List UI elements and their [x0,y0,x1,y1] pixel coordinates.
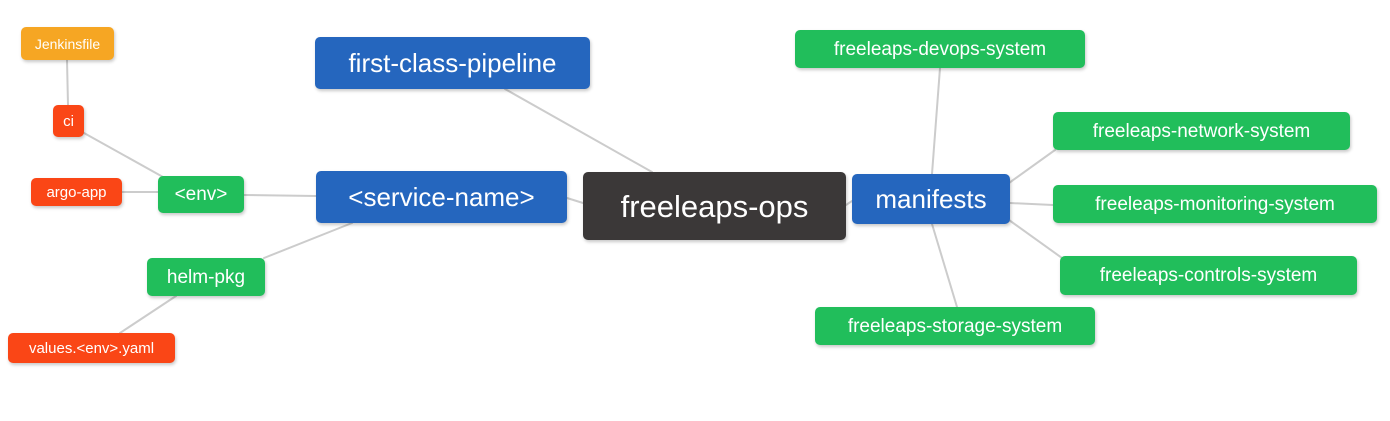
node-monitoring-system[interactable]: freeleaps-monitoring-system [1053,185,1377,223]
edge-jenkinsfile-ci [66,59,69,106]
node-controls-system[interactable]: freeleaps-controls-system [1060,256,1357,295]
edge-service-name-freeleaps-ops [566,197,584,204]
edge-env-service-name [243,194,317,197]
node-storage-system[interactable]: freeleaps-storage-system [815,307,1095,345]
edge-manifests-controls-system [1008,219,1063,259]
edge-manifests-network-system [1008,149,1056,184]
node-freeleaps-ops[interactable]: freeleaps-ops [583,172,846,240]
node-ci[interactable]: ci [53,105,84,137]
edge-manifests-storage-system [931,223,958,308]
node-argo-app[interactable]: argo-app [31,178,122,206]
node-first-class-pipeline[interactable]: first-class-pipeline [315,37,590,89]
edge-service-name-helm-pkg [263,222,353,259]
node-jenkinsfile[interactable]: Jenkinsfile [21,27,114,60]
edge-helm-pkg-values-env-yaml [119,295,177,334]
edge-manifests-devops-system [931,67,941,175]
node-values-env-yaml[interactable]: values.<env>.yaml [8,333,175,363]
node-devops-system[interactable]: freeleaps-devops-system [795,30,1085,68]
edge-ci-env [83,132,164,178]
edge-first-class-pipeline-freeleaps-ops [504,88,653,173]
node-service-name[interactable]: <service-name> [316,171,567,223]
node-env[interactable]: <env> [158,176,244,213]
node-helm-pkg[interactable]: helm-pkg [147,258,265,296]
node-manifests[interactable]: manifests [852,174,1010,224]
node-network-system[interactable]: freeleaps-network-system [1053,112,1350,150]
edge-manifests-monitoring-system [1009,202,1054,206]
